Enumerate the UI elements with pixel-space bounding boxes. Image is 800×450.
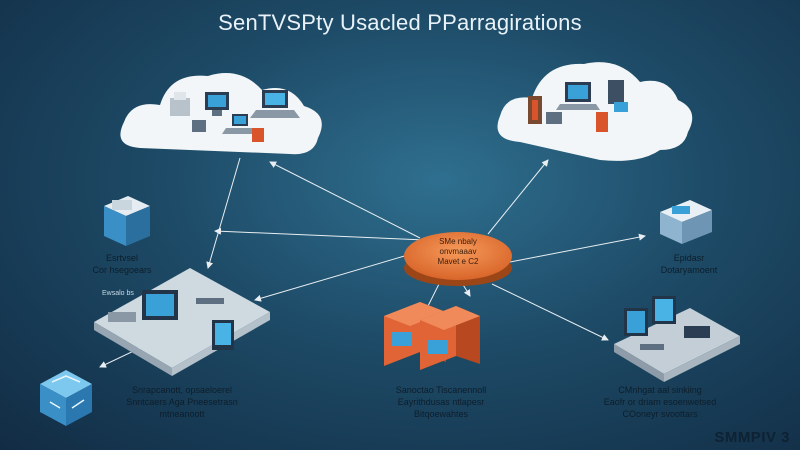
bottom-left-label-line: mtneanoott [159,409,205,419]
bottom-left-label-line: Snntcaers Aga Pneesetrasn [126,397,238,407]
hub-label-line: SMe nbaly [439,237,477,246]
connector-hub-left-server [214,227,426,241]
server-icon [192,120,264,142]
connector-hub-right-cloud [487,159,549,235]
right-cloud [497,62,693,161]
right-server-label-line: Epidasr [673,253,705,263]
central-hub [404,232,512,286]
building-icon [104,196,150,246]
desktop-icon [624,308,648,336]
hub-label-line: onvmaaav [439,247,477,256]
screen-icon [392,332,412,346]
connector-hub-right-devices [491,283,609,341]
keyboard-icon [196,298,224,304]
server-icon [546,112,608,132]
laptop-icon [684,326,710,338]
hub-label-line: Mavet e C2 [437,257,479,266]
server-icon [660,200,712,244]
connector-hub-left-devices [254,251,419,302]
right-server-label-line: Dotaryamoent [660,265,718,275]
bottom-right-label: CMnhgat aal sinkiing Eaofr or driam esoe… [590,384,730,420]
brand-mark: SMMPIV 3 [714,429,790,446]
desktop-icon [205,92,229,116]
bottom-center-label-line: Eayrithdusas ntlapesr [397,397,485,407]
devices-platform-left [94,268,270,376]
desktop-icon [608,80,628,112]
right-server-label: Epidasr Dotaryamoent [644,252,734,276]
desktop-icon [142,290,178,320]
left-server-label: Esrtvsel Cor hsegoears [82,252,162,276]
cube-icon [40,370,92,426]
keyboard-icon [640,344,664,350]
connector-lines [99,157,646,368]
connector-hub-left-cloud [269,161,421,239]
left-server-label-line: Cor hsegoears [92,265,152,275]
bottom-left-label: Snrapcanott, opsaeloerel Snntcaers Aga P… [112,384,252,420]
bottom-center-label-line: Sanoctao Tiscanennoll [395,385,487,395]
server-icon [528,96,542,124]
connector-hub-right-server [509,233,646,263]
laptop-icon [250,90,300,118]
connector-cloud-devices [206,157,241,269]
bottom-left-label-line: Snrapcanott, opsaeloerel [131,385,233,395]
laptop-icon [222,114,256,134]
bottom-right-label-line: COoneyr svoottars [622,409,698,419]
cloud-icon [497,62,693,161]
bottom-right-label-line: CMnhgat aal sinkiing [618,385,702,395]
small-device-label: Ewsalo bs [102,290,134,297]
server-rack-bottom [384,302,480,370]
bottom-center-label: Sanoctao Tiscanennoll Eayrithdusas ntlap… [376,384,506,420]
screen-icon [428,340,448,354]
bottom-center-label-line: Bitqoewahtes [413,409,469,419]
hub-label: SMe nbaly onvmaaav Mavet e C2 [410,237,506,267]
left-cloud [120,73,322,155]
router-icon [108,312,136,322]
bottom-right-label-line: Eaofr or driam esoenwetsed [603,397,717,407]
desktop-icon [652,296,676,324]
left-server-label-line: Esrtvsel [105,253,138,263]
tablet-icon [212,320,234,350]
devices-platform-right [614,296,740,382]
desktop-icon [556,82,600,110]
diagram-title: SenTVSPty Usacled PParragirations [218,10,582,35]
printer-icon [170,92,190,116]
